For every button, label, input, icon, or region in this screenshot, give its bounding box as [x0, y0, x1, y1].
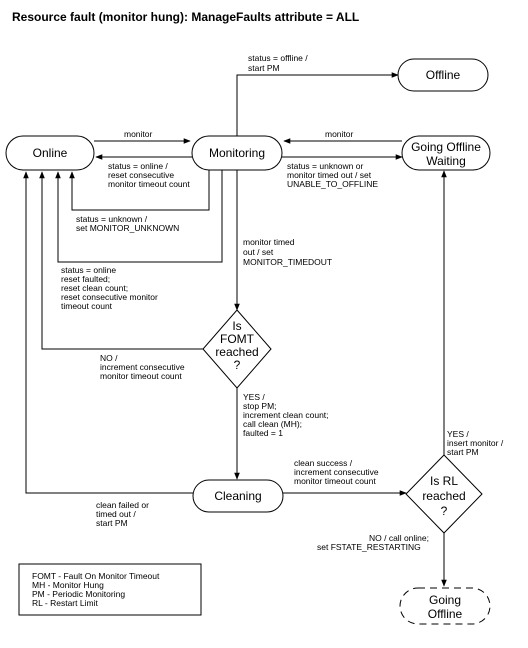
decision-fomt — [202, 309, 272, 389]
edge-status-online-reset — [55, 170, 223, 263]
state-going-offline — [399, 587, 491, 625]
state-cleaning-label: Cleaning — [214, 489, 261, 503]
label-to-gow-2: monitor timed out / set — [287, 170, 372, 180]
label-status-online-1: status = online / — [108, 161, 168, 171]
edge-fomt-no — [39, 171, 203, 350]
state-gow-label-2: Waiting — [426, 154, 466, 168]
decision-fomt-label-3: reached — [215, 345, 258, 359]
state-monitoring-label: Monitoring — [209, 146, 265, 160]
decision-fomt-label-1: Is — [232, 319, 241, 333]
label-timed-out-3: MONITOR_TIMEDOUT — [243, 257, 332, 267]
state-going-offline-label-2: Offline — [428, 607, 463, 621]
label-online-reset-3: reset clean count; — [61, 283, 128, 293]
state-going-offline-waiting — [401, 135, 491, 171]
label-to-gow-3: UNABLE_TO_OFFLINE — [287, 179, 378, 189]
label-clean-failed-2: timed out / — [96, 509, 136, 519]
label-rl-yes-2: insert monitor / — [447, 438, 504, 448]
label-rl-no-1: NO / call online; — [369, 533, 429, 543]
label-fomt-yes-1: YES / — [243, 392, 265, 402]
decision-rl-label-1: Is RL — [430, 474, 458, 488]
state-gow-label-1: Going Offline — [411, 140, 481, 154]
legend-item-fomt: FOMT - Fault On Monitor Timeout — [32, 571, 160, 581]
label-online-monitor: monitor — [124, 129, 153, 139]
label-to-offline-1: status = offline / — [248, 53, 308, 63]
label-status-unknown-1: status = unknown / — [76, 214, 148, 224]
state-going-offline-label-1: Going — [429, 593, 461, 607]
label-clean-success-3: monitor timeout count — [294, 476, 376, 486]
state-monitoring — [191, 135, 283, 171]
legend-item-rl: RL - Restart Limit — [32, 598, 98, 608]
decision-fomt-label-4: ? — [234, 358, 241, 372]
label-status-online-2: reset consecutive — [108, 170, 174, 180]
state-online-label: Online — [33, 146, 68, 160]
label-to-gow-1: status = unknown or — [287, 161, 363, 171]
label-status-online-3: monitor timeout count — [108, 179, 190, 189]
label-status-unknown-2: set MONITOR_UNKNOWN — [76, 223, 179, 233]
legend-box — [18, 563, 202, 616]
label-fomt-yes-3: increment clean count; — [243, 410, 329, 420]
label-clean-failed-3: start PM — [96, 518, 128, 528]
label-online-reset-2: reset faulted; — [61, 274, 110, 284]
decision-rl-label-3: ? — [441, 504, 448, 518]
legend-item-pm: PM - Periodic Monitoring — [32, 589, 125, 599]
label-to-offline-2: start PM — [248, 63, 280, 73]
label-clean-success-2: increment consecutive — [294, 467, 379, 477]
label-rl-yes-3: start PM — [447, 447, 479, 457]
label-fomt-no-1: NO / — [100, 353, 118, 363]
label-fomt-yes-2: stop PM; — [243, 401, 277, 411]
label-fomt-yes-5: faulted = 1 — [243, 428, 283, 438]
label-rl-yes-1: YES / — [447, 429, 469, 439]
decision-fomt-label-2: FOMT — [220, 332, 255, 346]
legend-item-mh: MH - Monitor Hung — [32, 580, 104, 590]
label-online-reset-1: status = online — [61, 265, 116, 275]
label-rl-no-2: set FSTATE_RESTARTING — [317, 542, 421, 552]
edge-monitoring-to-offline — [236, 72, 399, 136]
diagram-title: Resource fault (monitor hung): ManageFau… — [12, 10, 359, 24]
label-fomt-no-2: increment consecutive — [100, 362, 185, 372]
edge-status-unknown — [69, 170, 210, 211]
label-fomt-no-3: monitor timeout count — [100, 371, 182, 381]
label-timed-out-1: monitor timed — [243, 237, 295, 247]
label-clean-failed-1: clean failed or — [96, 500, 149, 510]
state-offline-label: Offline — [426, 68, 461, 82]
state-cleaning — [192, 479, 284, 513]
state-offline — [397, 58, 489, 92]
label-online-reset-5: timeout count — [61, 301, 113, 311]
decision-restart-limit — [405, 454, 483, 534]
state-online — [5, 135, 95, 171]
label-online-reset-4: reset consecutive monitor — [61, 292, 158, 302]
label-gow-monitor: monitor — [325, 129, 354, 139]
label-timed-out-2: out / set — [243, 247, 274, 257]
label-fomt-yes-4: call clean (MH); — [243, 419, 302, 429]
decision-rl-label-2: reached — [422, 489, 465, 503]
label-clean-success-1: clean success / — [294, 458, 353, 468]
edge-clean-failed — [23, 171, 193, 494]
